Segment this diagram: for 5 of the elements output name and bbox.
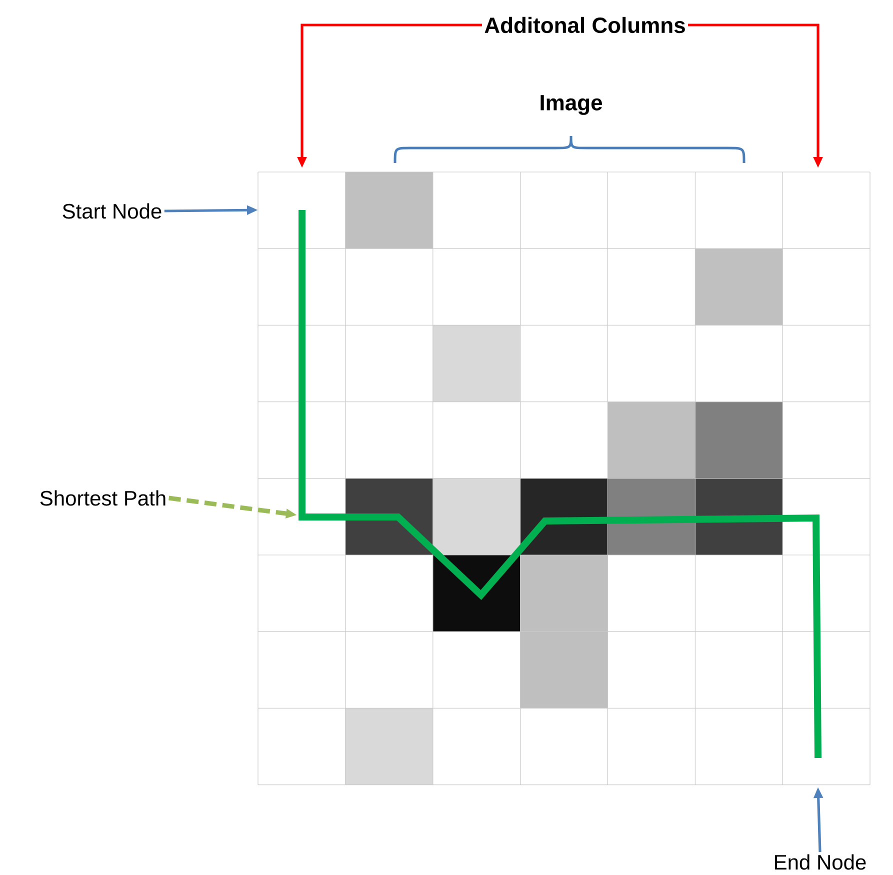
bracket-label: Image	[540, 95, 602, 115]
node-label: Shortest Path	[40, 490, 166, 506]
heading: Additonal Columns	[484, 16, 685, 34]
node-label: Start Node	[62, 203, 162, 219]
node-label: End Node	[775, 854, 866, 870]
